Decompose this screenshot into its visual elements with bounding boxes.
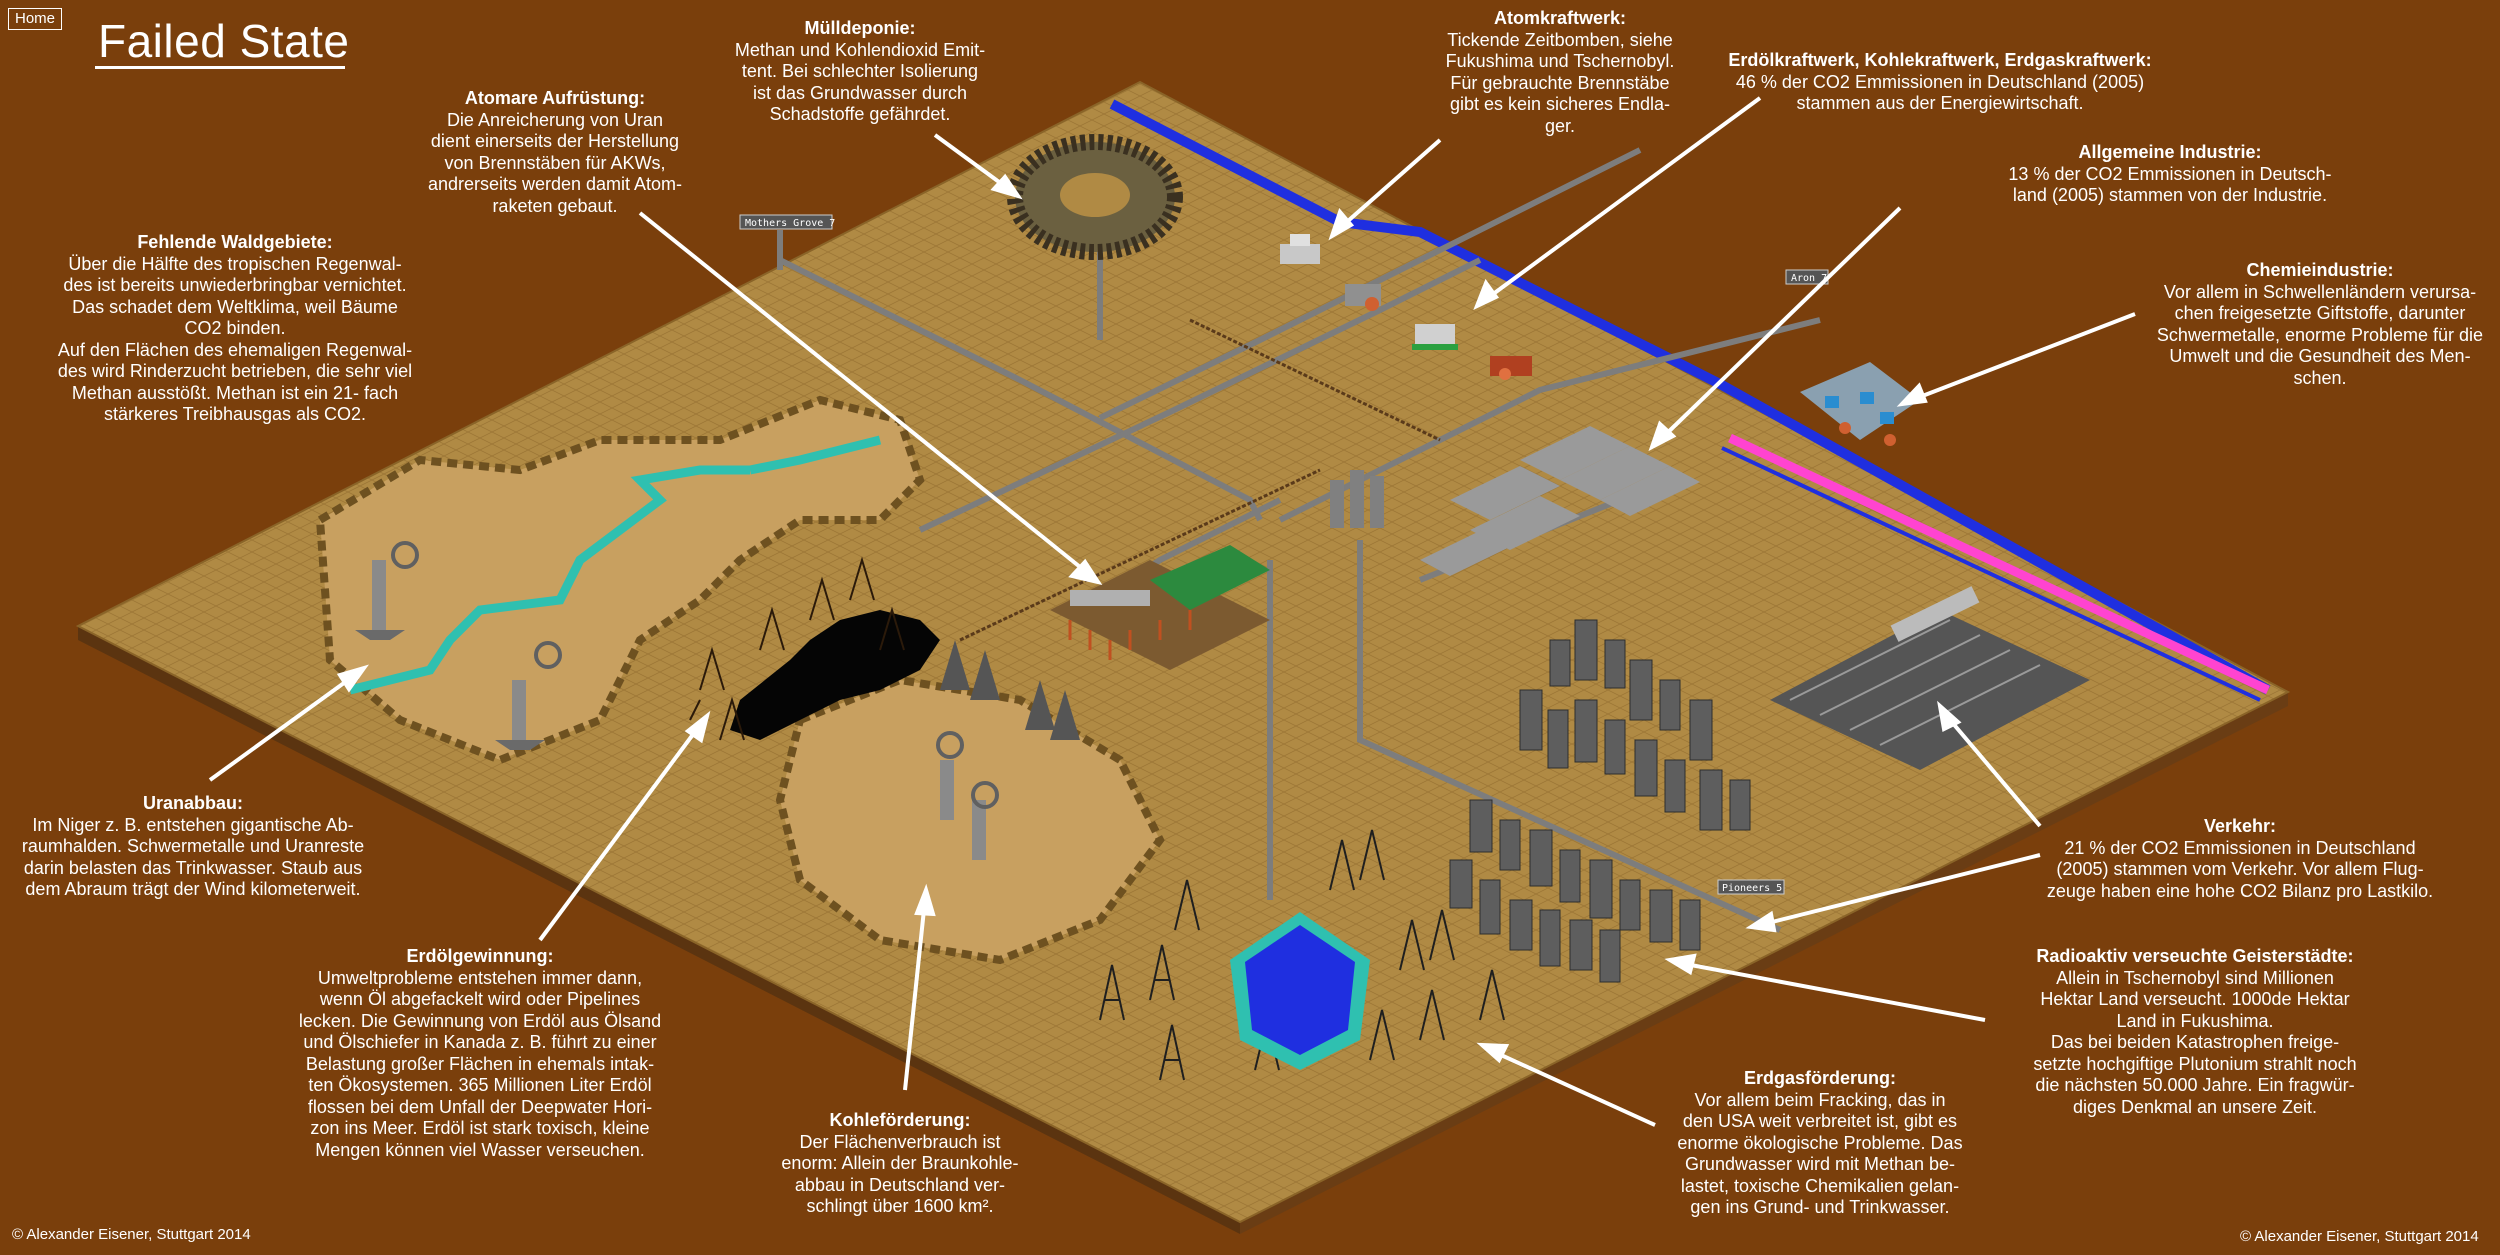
note-heading: Verkehr: [2203, 816, 2277, 836]
note-heading: Atomare Aufrüstung: [464, 88, 646, 108]
note-body: Der Flächenverbrauch ist enorm: Allein d… [781, 1131, 1019, 1217]
poisoned-river [348, 435, 882, 695]
note-kraftwerke: Erdölkraftwerk, Kohlekraftwerk, Erdgaskr… [1710, 50, 2170, 115]
power-plants [1280, 234, 1532, 380]
note-muelldeponie: Mülldeponie: Methan und Kohlendioxid Emi… [700, 18, 1020, 126]
note-body: 13 % der CO2 Emmissionen in Deutsch- lan… [2008, 163, 2332, 206]
note-chemie: Chemieindustrie: Vor allem in Schwellenl… [2145, 260, 2495, 389]
note-atomkraftwerk: Atomkraftwerk: Tickende Zeitbomben, sieh… [1410, 8, 1710, 137]
title-underline [95, 66, 345, 69]
note-industrie: Allgemeine Industrie: 13 % der CO2 Emmis… [1980, 142, 2360, 207]
industry-blocks [1420, 426, 1700, 576]
note-aufruestung: Atomare Aufrüstung: Die Anreicherung von… [410, 88, 700, 217]
note-heading: Erdölkraftwerk, Kohlekraftwerk, Erdgaskr… [1728, 50, 2152, 70]
note-heading: Kohleförderung: [829, 1110, 971, 1130]
note-verkehr: Verkehr: 21 % der CO2 Emmissionen in Deu… [2030, 816, 2450, 902]
page-title: Failed State [98, 15, 350, 67]
ghost-city [1449, 619, 1751, 983]
note-heading: Mülldeponie: [804, 18, 916, 38]
hills [315, 395, 1165, 965]
home-button[interactable]: Home [8, 8, 62, 30]
note-body: Vor allem in Schwellenländern verursa- c… [2156, 281, 2484, 388]
railway [959, 318, 1441, 642]
note-heading: Radioaktiv verseuchte Geisterstädte: [2036, 946, 2354, 966]
note-body: Im Niger z. B. entstehen gigantische Ab-… [21, 814, 365, 900]
note-body: 21 % der CO2 Emmissionen in Deutschland … [2046, 837, 2434, 901]
note-body: Methan und Kohlendioxid Emit- tent. Bei … [734, 39, 986, 125]
note-radioaktiv: Radioaktiv verseuchte Geisterstädte: All… [2000, 946, 2390, 1118]
note-heading: Fehlende Waldgebiete: [137, 232, 333, 252]
note-heading: Chemieindustrie: [2246, 260, 2394, 280]
chemical-industry [1800, 362, 1920, 446]
note-body: Tickende Zeitbomben, siehe Fukushima und… [1445, 29, 1675, 136]
note-body: Die Anreicherung von Uran dient einersei… [427, 109, 683, 216]
note-uranabbau: Uranabbau: Im Niger z. B. entstehen giga… [18, 793, 368, 901]
town-signs: Mothers Grove 7 Aron 7 Pioneers 5 [739, 214, 1829, 895]
dead-trees [940, 640, 1080, 740]
canal [1109, 99, 2271, 702]
note-heading: Erdgasförderung: [1743, 1068, 1896, 1088]
airport [1770, 586, 2090, 770]
note-heading: Erdölgewinnung: [406, 946, 554, 966]
sign-pioneers: Pioneers 5 [1722, 883, 1782, 894]
polluted-lake [1230, 912, 1370, 1070]
note-body: Umweltprobleme entstehen immer dann, wen… [298, 967, 662, 1160]
copyright-right: © Alexander Eisener, Stuttgart 2014 [2240, 1228, 2479, 1245]
note-body: Über die Hälfte des tropischen Regenwal-… [57, 253, 413, 425]
note-waldgebiete: Fehlende Waldgebiete: Über die Hälfte de… [50, 232, 420, 426]
sign-mothers-grove: Mothers Grove 7 [745, 218, 835, 229]
note-kohle: Kohleförderung: Der Flächenverbrauch ist… [760, 1110, 1040, 1218]
sign-aron: Aron 7 [1791, 273, 1827, 284]
enrichment-plant [1050, 545, 1270, 670]
note-heading: Allgemeine Industrie: [2078, 142, 2262, 162]
note-body: Vor allem beim Fracking, das in den USA … [1677, 1089, 1963, 1218]
callout-arrows [208, 96, 2136, 1127]
landfill [1007, 134, 1183, 260]
copyright-left: © Alexander Eisener, Stuttgart 2014 [12, 1226, 251, 1243]
uranium-mines [355, 541, 999, 860]
note-body: 46 % der CO2 Emmissionen in Deutschland … [1735, 71, 2145, 114]
oil-derricks [689, 556, 905, 741]
note-erdoel: Erdölgewinnung: Umweltprobleme entstehen… [285, 946, 675, 1161]
oil-spill [730, 610, 940, 740]
note-heading: Uranabbau: [142, 793, 243, 813]
note-heading: Atomkraftwerk: [1493, 8, 1627, 28]
note-erdgas: Erdgasförderung: Vor allem beim Fracking… [1660, 1068, 1980, 1219]
note-body: Allein in Tschernobyl sind Millionen Hek… [2033, 967, 2357, 1117]
silos [1330, 470, 1384, 528]
